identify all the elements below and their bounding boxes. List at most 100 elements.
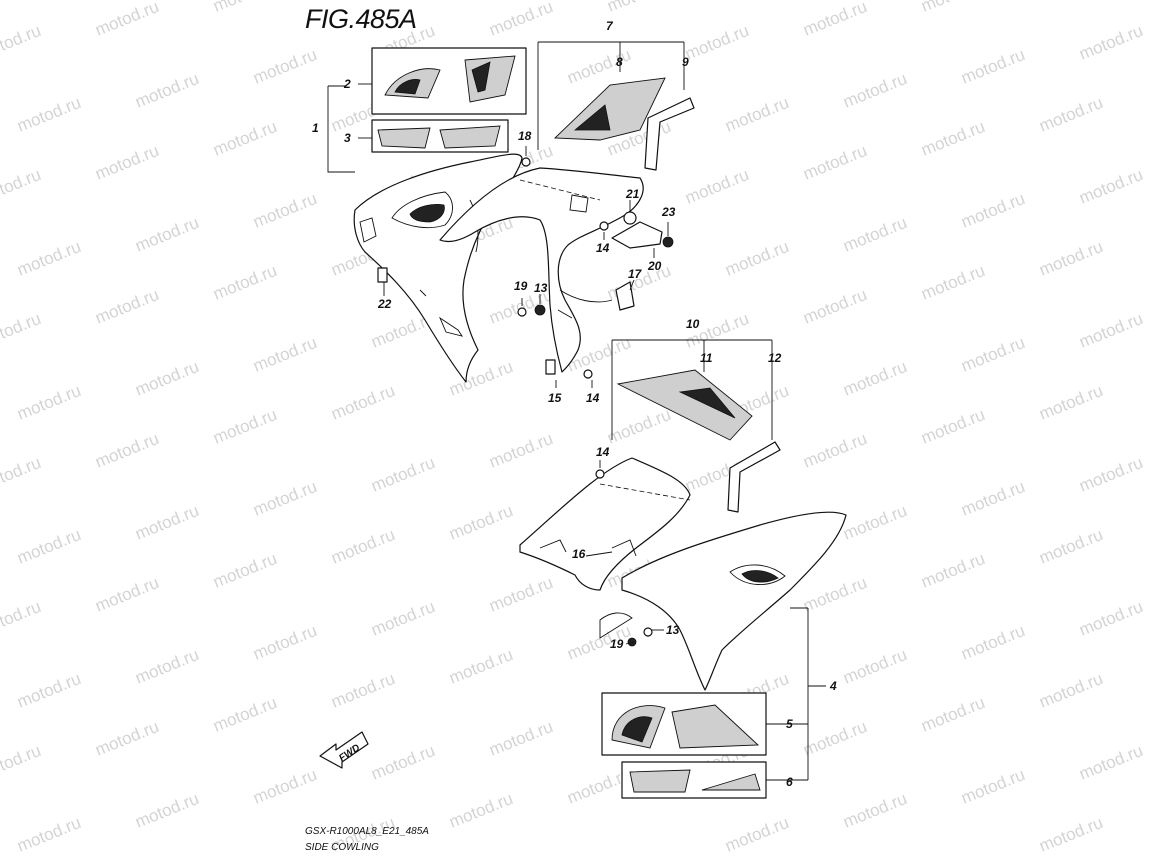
- watermark-text: motod.ru: [840, 69, 909, 112]
- watermark-text: motod.ru: [132, 501, 201, 544]
- watermark-text: motod.ru: [800, 0, 869, 40]
- model-code: GSX-R1000AL8_E21_485A: [305, 826, 429, 837]
- callout-15: 15: [548, 391, 562, 405]
- watermark-text: motod.ru: [1076, 597, 1145, 640]
- section-name: SIDE COWLING: [305, 842, 379, 853]
- watermark-text: motod.ru: [210, 693, 279, 736]
- watermark-text: motod.ru: [250, 621, 319, 664]
- callout-1: 1: [312, 121, 319, 135]
- watermark-text: motod.ru: [1036, 381, 1105, 424]
- callout-4: 4: [829, 679, 837, 693]
- watermark-text: motod.ru: [486, 573, 555, 616]
- callout-2: 2: [343, 77, 351, 91]
- callout-6: 6: [786, 775, 793, 789]
- watermark-text: motod.ru: [564, 45, 633, 88]
- figure-title: FIG.485A: [305, 4, 417, 34]
- watermark-text: motod.ru: [918, 261, 987, 304]
- watermark-text: motod.ru: [92, 285, 161, 328]
- watermark-text: motod.ru: [250, 45, 319, 88]
- watermark-text: motod.ru: [958, 333, 1027, 376]
- watermark-text: motod.ru: [446, 501, 515, 544]
- watermark-text: motod.ru: [958, 45, 1027, 88]
- watermark-text: motod.ru: [14, 525, 83, 568]
- watermark-text: motod.ru: [132, 213, 201, 256]
- watermark-text: motod.ru: [368, 741, 437, 784]
- lower-inner-panel: [519, 457, 691, 591]
- watermark-text: motod.ru: [800, 573, 869, 616]
- watermark-text: motod.ru: [328, 669, 397, 712]
- watermark-text: motod.ru: [486, 717, 555, 760]
- watermark-text: motod.ru: [486, 429, 555, 472]
- watermark-text: motod.ru: [92, 429, 161, 472]
- watermark-text: motod.ru: [840, 501, 909, 544]
- watermark-text: motod.ru: [14, 237, 83, 280]
- callout-22: 22: [377, 297, 392, 311]
- watermark-text: motod.ru: [840, 213, 909, 256]
- callout-16: 16: [572, 547, 586, 561]
- watermark-text: motod.ru: [918, 117, 987, 160]
- bracket-assembly: [521, 157, 674, 311]
- watermark-text: motod.ru: [1036, 669, 1105, 712]
- watermark-text: motod.ru: [918, 0, 987, 16]
- watermark-text: motod.ru: [1036, 93, 1105, 136]
- watermark-text: motod.ru: [1076, 741, 1145, 784]
- callout-14-b: 14: [586, 391, 600, 405]
- watermark-text: motod.ru: [210, 261, 279, 304]
- callout-18: 18: [518, 129, 532, 143]
- watermark-text: motod.ru: [800, 141, 869, 184]
- watermark-text: motod.ru: [446, 645, 515, 688]
- watermark-text: motod.ru: [722, 237, 791, 280]
- watermark-text: motod.ru: [1076, 453, 1145, 496]
- watermark-text: motod.ru: [800, 285, 869, 328]
- callout-7: 7: [606, 19, 614, 33]
- watermark-text: motod.ru: [800, 429, 869, 472]
- callout-leaders: [383, 146, 669, 645]
- watermark-text: motod.ru: [1076, 21, 1145, 64]
- watermark-text: motod.ru: [958, 477, 1027, 520]
- watermark-text: motod.ru: [800, 717, 869, 760]
- upper-inner-panel: [439, 167, 644, 373]
- watermark-text: motod.ru: [1036, 813, 1105, 856]
- watermark-text: motod.ru: [250, 189, 319, 232]
- watermark-text: motod.ru: [604, 405, 673, 448]
- callout-11: 11: [700, 351, 713, 365]
- watermark-text: motod.ru: [92, 141, 161, 184]
- callout-13-upper: 13: [534, 281, 548, 295]
- callout-17: 17: [628, 267, 643, 281]
- watermark-text: motod.ru: [14, 669, 83, 712]
- callout-20: 20: [647, 259, 662, 273]
- watermark-text: motod.ru: [14, 381, 83, 424]
- watermark-text: motod.ru: [0, 741, 44, 784]
- watermark-text: motod.ru: [682, 453, 751, 496]
- watermark-text: motod.ru: [958, 621, 1027, 664]
- watermark-text: motod.ru: [132, 645, 201, 688]
- watermark-text: motod.ru: [92, 0, 161, 40]
- watermark-text: motod.ru: [0, 597, 44, 640]
- watermark-text: motod.ru: [1076, 165, 1145, 208]
- watermark-text: motod.ru: [1076, 309, 1145, 352]
- watermark-text: motod.ru: [14, 93, 83, 136]
- watermark-text: motod.ru: [210, 549, 279, 592]
- callout-9: 9: [682, 55, 689, 69]
- callout-21: 21: [625, 187, 640, 201]
- watermark-text: motod.ru: [250, 477, 319, 520]
- callout-5: 5: [786, 717, 793, 731]
- lower-cowling-right: [599, 511, 847, 691]
- watermark-text: motod.ru: [918, 693, 987, 736]
- watermark-text: motod.ru: [446, 789, 515, 832]
- decal-set-lower: [601, 607, 826, 799]
- watermark-text: motod.ru: [250, 333, 319, 376]
- watermark-text: motod.ru: [132, 69, 201, 112]
- watermark-text: motod.ru: [958, 189, 1027, 232]
- decal-set-upper-right: [537, 41, 695, 171]
- callout-14-c: 14: [596, 445, 610, 459]
- watermark-text: motod.ru: [328, 525, 397, 568]
- watermark-text: motod.ru: [682, 21, 751, 64]
- watermark-text: motod.ru: [328, 381, 397, 424]
- watermark-text: motod.ru: [210, 0, 279, 16]
- watermark-text: motod.ru: [0, 309, 44, 352]
- callout-3: 3: [344, 131, 351, 145]
- watermark-text: motod.ru: [722, 93, 791, 136]
- watermark-text: motod.ru: [0, 453, 44, 496]
- callout-10: 10: [686, 317, 700, 331]
